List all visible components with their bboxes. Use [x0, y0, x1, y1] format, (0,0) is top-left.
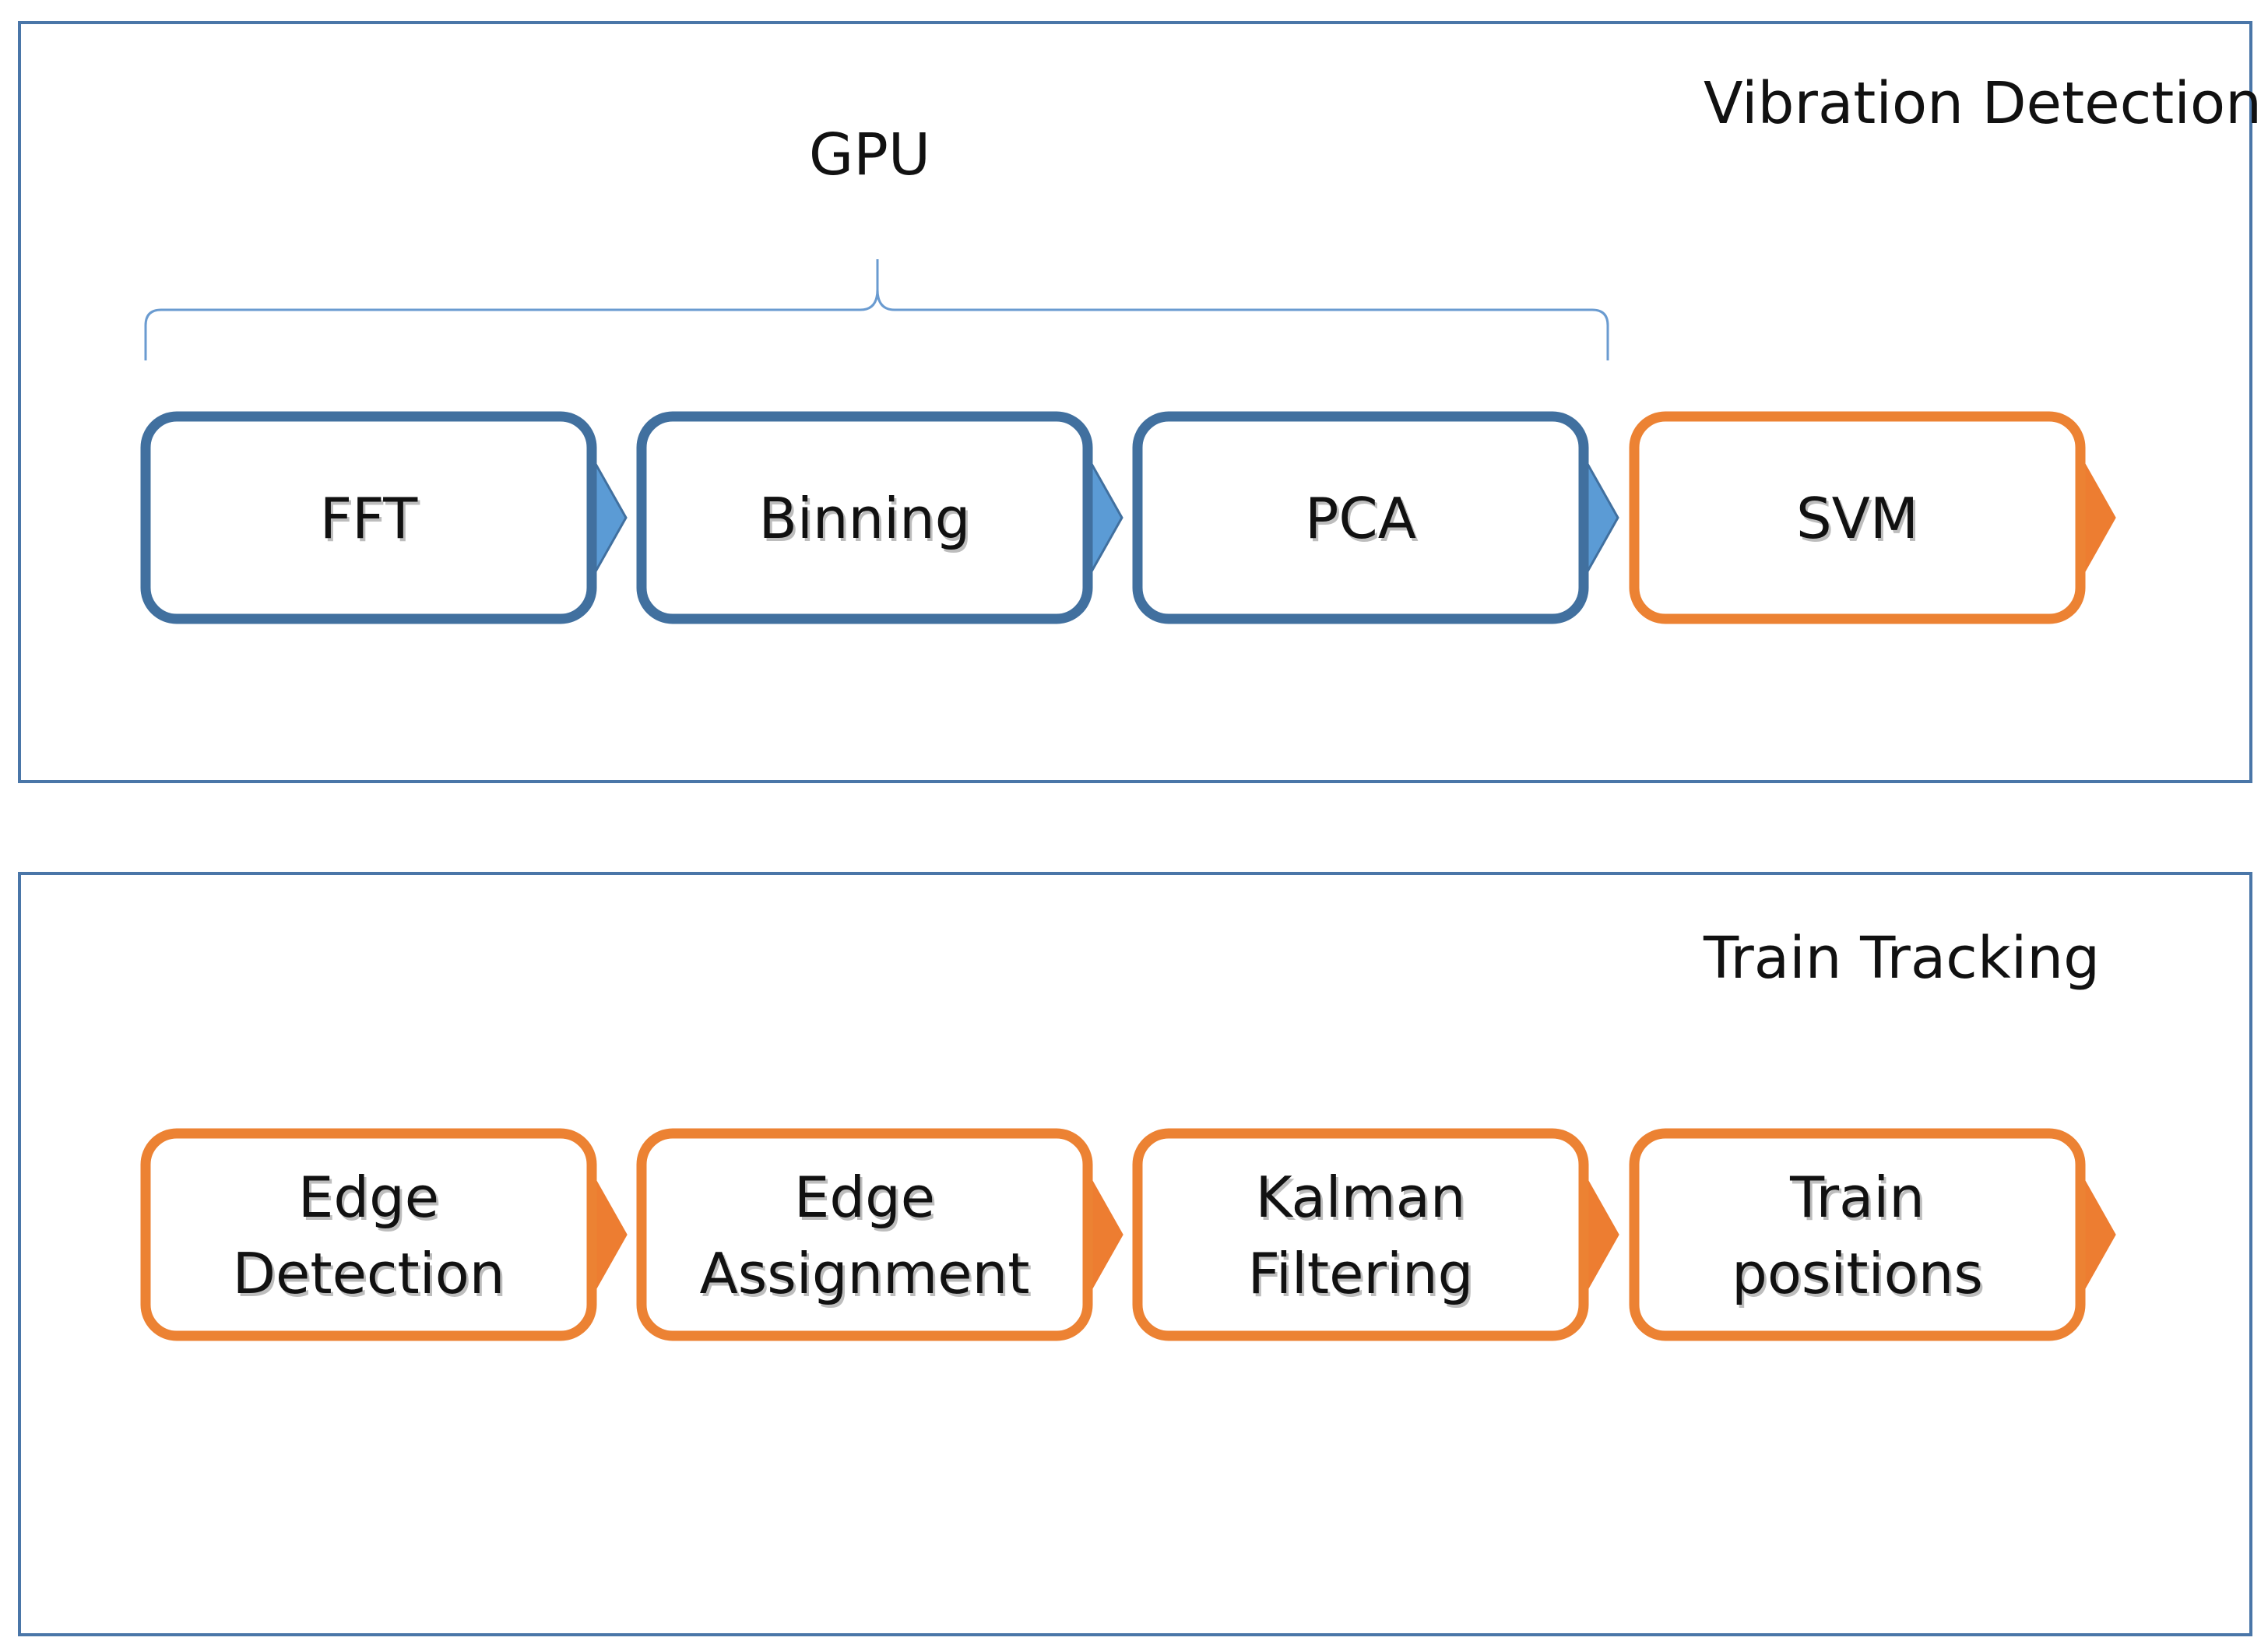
tracking-step-label-2: Assignment — [700, 1241, 1030, 1306]
vibration-step-label-shadow-4: SVM — [1799, 489, 1921, 554]
vibration-step-label-4: SVM — [1796, 486, 1918, 551]
tracking-step-box-2 — [636, 1128, 1093, 1341]
tracking-step-box-3 — [1132, 1128, 1589, 1341]
tracking-step-label-3: Filtering — [1248, 1241, 1474, 1306]
vibration-step-box-2 — [636, 411, 1093, 624]
train-tracking-panel: Train Tracking EdgeEdgeDetectionDetectio… — [18, 872, 2252, 1636]
vibration-step-box-1 — [140, 411, 597, 624]
gpu-brace-label: GPU — [809, 121, 930, 188]
tracking-step-label-shadow-1: Edge — [301, 1168, 441, 1233]
tracking-step-label-4: Train — [1789, 1165, 1925, 1230]
tracking-step-label-1: Detection — [233, 1241, 505, 1306]
vibration-step-label-2: Binning — [758, 486, 970, 551]
tracking-step-box-1 — [140, 1128, 597, 1341]
vibration-step-box-3 — [1132, 411, 1589, 624]
tracking-step-label-shadow-2: Edge — [796, 1168, 937, 1233]
gpu-brace-group: GPU — [144, 121, 1609, 360]
tracking-step-label-shadow-3: Filtering — [1250, 1244, 1476, 1309]
tracking-step-label-shadow-3: Kalman — [1258, 1168, 1468, 1233]
vibration-step-label-shadow-1: FFT — [322, 489, 421, 554]
tracking-step-label-2: Edge — [794, 1165, 935, 1230]
tracking-step-box-4 — [1629, 1128, 2086, 1341]
tracking-step-label-4: positions — [1732, 1241, 1983, 1306]
tracking-step-label-shadow-4: Train — [1792, 1168, 1927, 1233]
tracking-step-label-shadow-2: Assignment — [702, 1244, 1032, 1309]
vibration-step-box-4 — [1629, 411, 2086, 624]
tracking-step-label-shadow-4: positions — [1734, 1244, 1985, 1309]
vibration-panel-title: Vibration Detection — [1704, 70, 2262, 137]
tracking-panel-title: Train Tracking — [1703, 925, 2100, 992]
vibration-step-label-shadow-3: PCA — [1307, 489, 1419, 554]
vibration-step-label-shadow-2: Binning — [761, 489, 972, 554]
tracking-step-label-1: Edge — [298, 1165, 439, 1230]
vibration-step-label-3: PCA — [1305, 486, 1416, 551]
vibration-panel-frame — [18, 21, 2252, 783]
tracking-steps: EdgeEdgeDetectionDetectionEdgeEdgeAssign… — [140, 1128, 2116, 1341]
vibration-step-label-1: FFT — [320, 486, 419, 551]
tracking-step-label-3: Kalman — [1256, 1165, 1466, 1230]
tracking-step-label-shadow-1: Detection — [235, 1244, 508, 1309]
gpu-brace — [144, 259, 1609, 360]
